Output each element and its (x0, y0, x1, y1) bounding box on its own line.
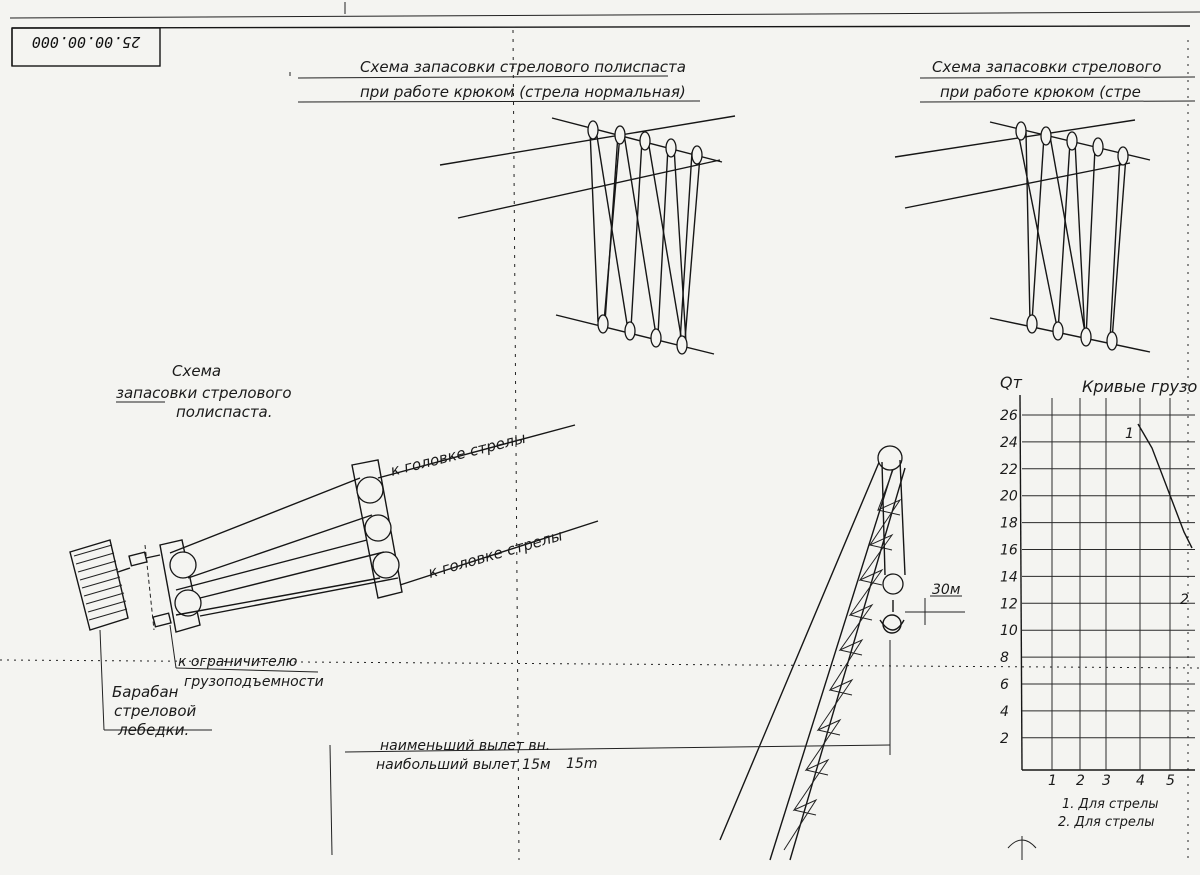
x-tick-label: 4 (1136, 773, 1145, 789)
y-tick-label: 24 (1000, 435, 1018, 451)
load-chart-x-ticks: 1 2 3 4 5 (1048, 773, 1175, 789)
load-scheme-title-2: запасовки стрелового (116, 384, 292, 402)
hook (879, 600, 905, 631)
scheme-right-title-line-2: при работе крюком (стре (940, 83, 1141, 101)
load-ropes (169, 424, 599, 617)
load-scheme-title-3: полиспаста. (176, 403, 273, 421)
stamp-code: 25.00.00.000 (32, 33, 140, 51)
load-curve-1-label: 1 (1125, 426, 1134, 442)
load-chart-legend-2: 2. Для стрелы (1058, 815, 1155, 830)
reach-value-label: 15m (566, 756, 597, 772)
hook-height-label: 30м (932, 582, 961, 598)
y-tick-label: 20 (1000, 489, 1018, 505)
to-limiter-label-2: грузоподъемности (184, 674, 324, 690)
to-boom-head-label-2: к головке стрелы (426, 526, 564, 582)
y-tick-label: 22 (1000, 462, 1018, 478)
load-chart-q-label: Qт (1000, 373, 1023, 392)
hook-block (882, 573, 904, 595)
stamp-box (11, 27, 161, 67)
scheme-right-title-line-1: Схема запасовки стрелового (932, 58, 1161, 76)
load-curve-1 (1137, 423, 1193, 549)
lower-block (159, 539, 202, 633)
reach-min-label: наименьший вылет вн. (380, 738, 550, 754)
winch-drum (69, 539, 129, 631)
reeving-ropes (589, 129, 701, 343)
scheme-title-line-2: при работе крюком (стрела нормальная) (360, 83, 686, 101)
lower-sheaves (597, 314, 688, 355)
x-tick-label: 2 (1076, 773, 1085, 789)
y-tick-label: 12 (1000, 596, 1018, 612)
boom-lattice (783, 469, 902, 851)
x-tick-label: 3 (1102, 773, 1111, 789)
to-boom-head-label-1: к головке стрелы (389, 429, 528, 480)
y-tick-label: 4 (1000, 704, 1009, 720)
load-chart-y-ticks: 26 24 22 20 18 16 14 12 10 8 6 4 2 (1000, 408, 1018, 747)
upper-sheaves-right (1015, 121, 1129, 166)
load-chart-legend-1: 1. Для стрелы (1062, 797, 1159, 812)
y-tick-label: 18 (1000, 516, 1018, 532)
upper-block (351, 459, 403, 599)
lower-sheaves-right (1026, 314, 1118, 351)
boom-reeving-scheme: Схема запасовки стрелового полиспаста пр… (289, 58, 736, 355)
upper-sheaves (587, 120, 703, 165)
y-tick-label: 16 (1000, 543, 1018, 559)
y-tick-label: 6 (1000, 677, 1009, 693)
drum-label-2: стреловой (114, 702, 197, 720)
load-curve-2-label: 2 (1180, 592, 1189, 608)
x-tick-label: 5 (1166, 773, 1175, 789)
y-tick-label: 8 (1000, 650, 1009, 666)
drum-label-1: Барабан (112, 683, 179, 701)
boom-reeving-scheme-right: Схема запасовки стрелового при работе кр… (894, 58, 1196, 353)
document-stamp: 25.00.00.000 (11, 27, 161, 67)
reach-max-label: наибольший вылет 15м (376, 757, 551, 773)
to-limiter-label-1: к ограничителю (178, 654, 298, 670)
y-tick-label: 2 (1000, 731, 1009, 747)
y-tick-label: 26 (1000, 408, 1018, 424)
load-chart-title: Кривые грузо (1082, 377, 1197, 396)
x-tick-label: 1 (1048, 773, 1057, 789)
reeving-ropes-right (1017, 131, 1127, 341)
load-scheme-title-1: Схема (172, 362, 221, 380)
scheme-title-line-1: Схема запасовки стрелового полиспаста (360, 58, 686, 76)
load-chart-grid (1022, 398, 1195, 770)
crane-boom: 30м наименьший вылет вн. наибольший выле… (329, 445, 965, 861)
drum-label-3: лебедки. (117, 721, 189, 739)
y-tick-label: 14 (1000, 569, 1018, 585)
load-reeving-scheme: Схема запасовки стрелового полиспаста. (69, 362, 599, 739)
partial-symbol (1007, 836, 1037, 860)
boom-head-sheave (877, 445, 903, 471)
y-tick-label: 10 (1000, 623, 1018, 639)
